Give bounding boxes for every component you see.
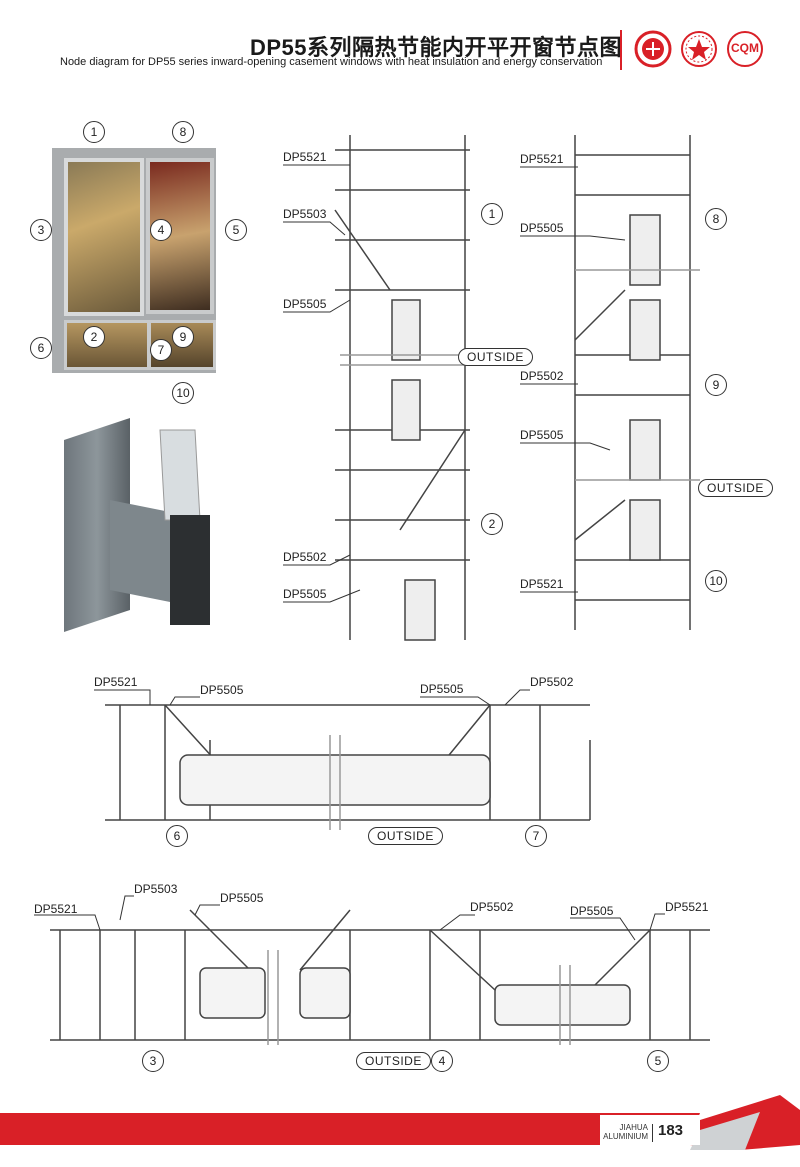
part-label: DP5505 bbox=[570, 904, 614, 918]
window-pane-bottom-left bbox=[64, 320, 150, 370]
part-label: DP5521 bbox=[283, 150, 327, 164]
photo-callout: 2 bbox=[83, 326, 105, 348]
footer-grey-shape bbox=[690, 1112, 760, 1150]
photo-callout: 10 bbox=[172, 382, 194, 404]
section-callout: 4 bbox=[431, 1050, 453, 1072]
section-callout: 5 bbox=[647, 1050, 669, 1072]
section-callout: 9 bbox=[705, 374, 727, 396]
part-label: DP5505 bbox=[420, 682, 464, 696]
footer-red-band bbox=[0, 1113, 700, 1145]
page-subtitle: Node diagram for DP55 series inward-open… bbox=[60, 56, 603, 68]
window-pane-left bbox=[64, 158, 144, 316]
part-label: DP5502 bbox=[470, 900, 514, 914]
section-middle-drawing bbox=[105, 704, 591, 830]
footer-brand-line1: JIAHUA bbox=[619, 1123, 648, 1132]
outside-label: OUTSIDE bbox=[458, 348, 533, 366]
title-divider bbox=[620, 30, 622, 70]
photo-callout: 1 bbox=[83, 121, 105, 143]
outside-label: OUTSIDE bbox=[698, 479, 773, 497]
certification-logo-2-icon bbox=[681, 31, 717, 67]
part-label: DP5502 bbox=[530, 675, 574, 689]
photo-callout: 6 bbox=[30, 337, 52, 359]
section-callout: 6 bbox=[166, 825, 188, 847]
page-title: DP55系列隔热节能内开平开窗节点图 bbox=[250, 35, 623, 60]
part-label: DP5521 bbox=[34, 902, 78, 916]
photo-callout: 7 bbox=[150, 339, 172, 361]
part-label: DP5521 bbox=[520, 152, 564, 166]
footer-brand-box bbox=[600, 1115, 700, 1145]
part-label: DP5505 bbox=[283, 297, 327, 311]
part-label: DP5521 bbox=[665, 900, 709, 914]
part-label: DP5502 bbox=[283, 550, 327, 564]
section-callout: 7 bbox=[525, 825, 547, 847]
part-label: DP5505 bbox=[220, 891, 264, 905]
cqm-logo-text: CQM bbox=[731, 41, 759, 55]
part-label: DP5503 bbox=[283, 207, 327, 221]
section-callout: 10 bbox=[705, 570, 727, 592]
part-label: DP5505 bbox=[200, 683, 244, 697]
photo-callout: 4 bbox=[150, 219, 172, 241]
part-label: DP5521 bbox=[94, 675, 138, 689]
part-label: DP5503 bbox=[134, 882, 178, 896]
section-upper-left-drawing bbox=[334, 135, 470, 641]
section-callout: 8 bbox=[705, 208, 727, 230]
section-callout: 3 bbox=[142, 1050, 164, 1072]
photo-callout: 5 bbox=[225, 219, 247, 241]
part-label: DP5505 bbox=[283, 587, 327, 601]
photo-callout: 8 bbox=[172, 121, 194, 143]
section-callout: 1 bbox=[481, 203, 503, 225]
photo-callout: 9 bbox=[172, 326, 194, 348]
photo-callout: 3 bbox=[30, 219, 52, 241]
footer-brand: JIAHUA ALUMINIUM bbox=[603, 1123, 648, 1141]
part-label: DP5521 bbox=[520, 577, 564, 591]
footer-divider bbox=[652, 1124, 653, 1142]
cqm-logo-ring-icon bbox=[727, 31, 763, 67]
section-upper-right-drawing bbox=[574, 135, 700, 630]
certification-logo-1-icon bbox=[634, 30, 672, 68]
outside-label: OUTSIDE bbox=[368, 827, 443, 845]
section-callout: 2 bbox=[481, 513, 503, 535]
profile-render-section bbox=[170, 515, 210, 625]
part-label: DP5505 bbox=[520, 221, 564, 235]
outside-label: OUTSIDE bbox=[356, 1052, 431, 1070]
cqm-logo: CQM bbox=[724, 30, 766, 68]
footer-brand-line2: ALUMINIUM bbox=[603, 1132, 648, 1141]
section-bottom-drawing bbox=[50, 909, 710, 1045]
part-label: DP5502 bbox=[520, 369, 564, 383]
part-label: DP5505 bbox=[520, 428, 564, 442]
page-number: 183 bbox=[658, 1122, 684, 1139]
leader-lines bbox=[34, 164, 665, 941]
